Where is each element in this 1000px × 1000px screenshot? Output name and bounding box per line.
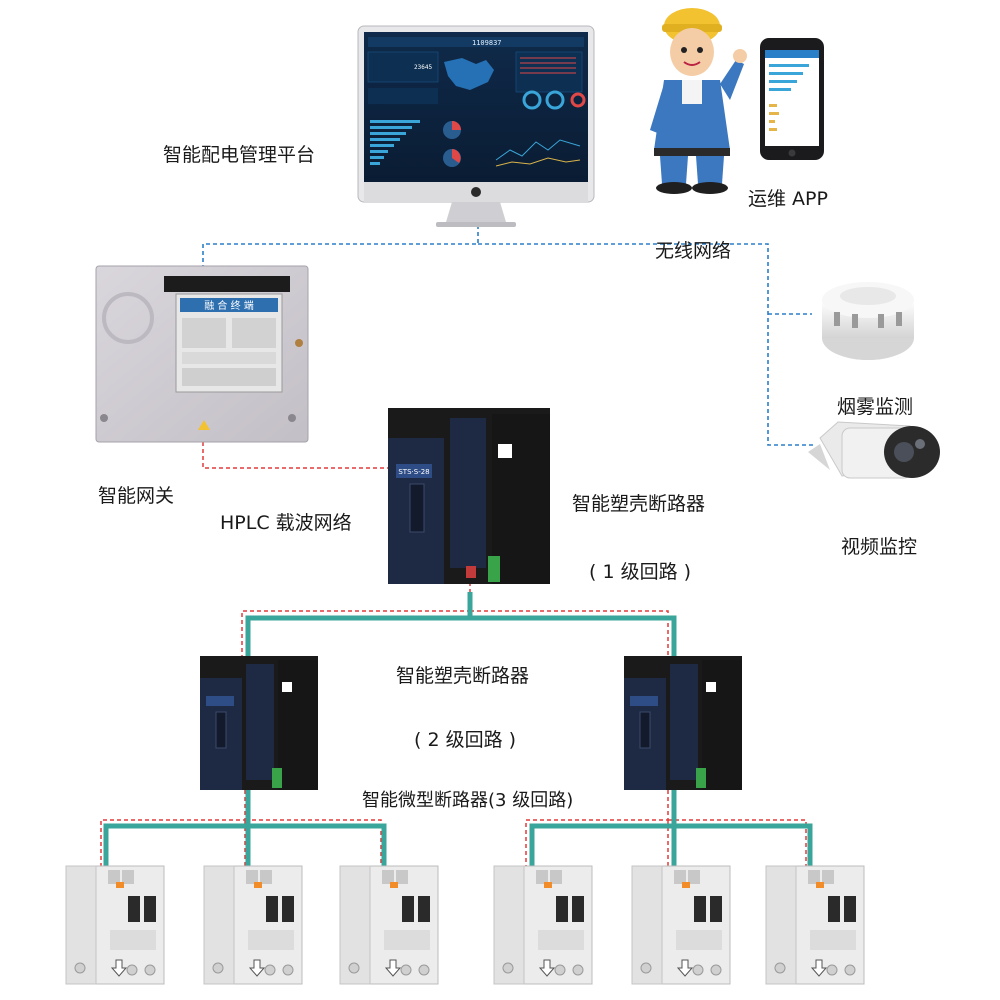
- mccb-level-2-left: [200, 656, 318, 790]
- maintenance-worker-illustration: [650, 8, 747, 194]
- label-smoke-monitor: 烟雾监测: [837, 396, 913, 418]
- label-mccb-level-1: 智能塑壳断路器: [572, 493, 705, 515]
- ops-app-phone: [760, 38, 824, 160]
- power-bus-l2-l3-right: [529, 790, 677, 868]
- mccb-level-1: STS·S-28: [388, 408, 550, 584]
- hplc-line-l2-l3-left: [100, 790, 246, 868]
- mcb-level-3-6: [765, 865, 865, 985]
- label-platform: 智能配电管理平台: [163, 144, 315, 166]
- diagram-labels: 智能配电管理平台 运维 APP 无线网络 智能网关 HPLC 载波网络 智能塑壳…: [98, 144, 917, 811]
- mccb-level-2-right: [624, 656, 742, 790]
- power-bus-l2-l3-left: [103, 790, 251, 868]
- breaker-badge: STS·S-28: [398, 468, 429, 476]
- hplc-line-l1-l2: [241, 582, 471, 660]
- warning-icon: [198, 420, 210, 430]
- mcb-level-3-2: [203, 865, 303, 985]
- smoke-detector-device: [822, 282, 914, 360]
- hplc-line-l2-l3-right: [525, 790, 669, 868]
- gateway-panel-title: 融 合 终 端: [204, 299, 254, 312]
- china-map-icon: [444, 58, 494, 90]
- qr-code-icon: [498, 444, 512, 458]
- label-mcb-level-3: 智能微型断路器(3 级回路): [362, 790, 573, 811]
- wireless-line-monitor-gateway: [202, 218, 479, 266]
- power-bus-l1-l2: [245, 592, 473, 662]
- label-hplc-network: HPLC 载波网络: [220, 512, 352, 534]
- mcb-level-3-5: [631, 865, 731, 985]
- power-bus-lines: [103, 592, 813, 868]
- hplc-carrier-lines: [100, 442, 807, 868]
- label-level-1-loop: ( 1 级回路 ): [589, 561, 691, 583]
- dashboard-screen: 1109837 23645: [367, 37, 586, 167]
- mcb-level-3-3: [339, 865, 439, 985]
- label-wireless-network: 无线网络: [655, 240, 731, 262]
- label-mccb-level-2: 智能塑壳断路器: [396, 665, 529, 687]
- mcb-level-3-row: [65, 865, 865, 985]
- dashboard-counter: 1109837: [472, 39, 502, 47]
- video-camera-device: [808, 421, 940, 479]
- label-video-monitor: 视频监控: [841, 536, 917, 558]
- label-level-2-loop: ( 2 级回路 ): [414, 729, 516, 751]
- wireless-network-lines: [202, 218, 815, 446]
- apple-logo-icon: [471, 187, 481, 197]
- mcb-level-3-4: [493, 865, 593, 985]
- dashboard-stat: 23645: [414, 64, 432, 71]
- label-gateway: 智能网关: [98, 485, 174, 507]
- mcb-level-3-1: [65, 865, 165, 985]
- smart-gateway-device: 融 合 终 端: [95, 265, 309, 443]
- wireless-line-right-trunk: [478, 243, 815, 446]
- label-ops-app: 运维 APP: [748, 188, 828, 210]
- platform-monitor: 1109837 23645: [357, 25, 595, 227]
- hplc-line-gateway-breaker: [202, 442, 388, 469]
